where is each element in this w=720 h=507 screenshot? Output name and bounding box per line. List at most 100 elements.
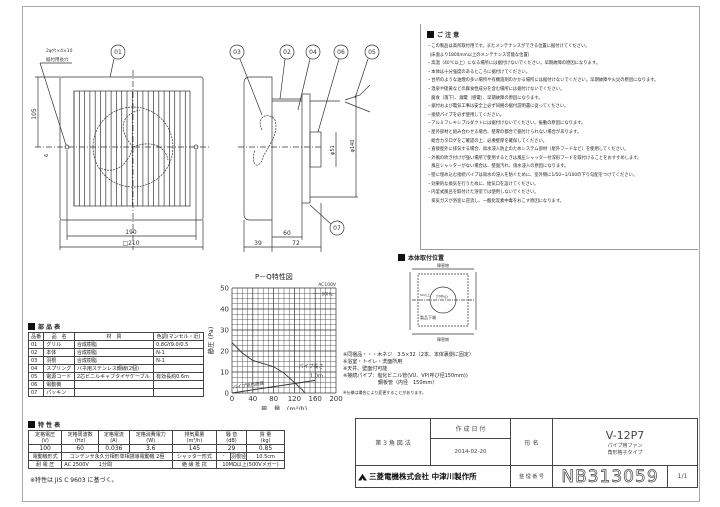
- square-bullet-icon: [427, 31, 434, 38]
- legend-label: 60Hz: [321, 291, 333, 297]
- y-tick-label: 20: [220, 348, 229, 356]
- sheet-number: 1/1: [667, 465, 698, 488]
- caution-item: ・外風の吹き付けが強い場所で使用するときは風圧シャッター付深形フードを取付けるこ…: [427, 155, 642, 161]
- annotation-pipe-resistance: パイプ抵抗曲線: [232, 379, 265, 390]
- char-value: 100: [27, 444, 63, 453]
- char-header: 質 量(kg): [246, 430, 285, 445]
- y-tick-label: 0: [225, 390, 229, 398]
- note-mount: ※天井、壁面付可能: [343, 366, 388, 372]
- y-tick-label: 40: [220, 306, 229, 314]
- parts-cell: パッキン: [43, 388, 75, 397]
- annotation-pipe-length: パイプ長さ: [299, 363, 324, 370]
- parts-cell: 有効長約0.6m: [153, 372, 204, 381]
- caution-item: ・この製品は高所取付用です。またメンテナンスができる位置に据付けてください。: [427, 44, 590, 49]
- char-header: 定格電流(A): [98, 430, 130, 445]
- blade-value: 10.5cm: [246, 452, 285, 461]
- creation-date: 2014-02-20: [430, 437, 511, 467]
- dim-6: 6: [44, 154, 50, 157]
- parts-cell: 0.8GY9.0/0.5: [153, 340, 204, 349]
- balloon-07: 07: [333, 225, 341, 232]
- parts-cell: [153, 380, 204, 389]
- parts-cell: [73, 380, 155, 389]
- shutter-value: -: [222, 453, 225, 459]
- dim-72: 72: [292, 240, 300, 247]
- center-label: 穴中心: [436, 293, 448, 299]
- parts-cell: バネ用ステンレス鋼線(2個): [73, 364, 155, 373]
- parts-header: 品 名: [43, 332, 75, 341]
- dim-phi51: φ51: [330, 145, 336, 155]
- parts-cell: [73, 388, 155, 397]
- balloon-06: 06: [337, 49, 345, 56]
- square-bullet-icon: [28, 421, 35, 428]
- parts-cell: 2芯ビニルキャブタイヤケーブル: [73, 372, 155, 381]
- withstand-value: AC 2500V 1分間: [61, 460, 173, 469]
- char-header: 排気風量(m³/h): [171, 430, 218, 445]
- note-change: ※仕様は場合により変更することがあります。: [343, 390, 426, 395]
- parts-cell: N-1: [153, 356, 204, 365]
- note-usage: ※浴室・トイレ・洗面所用: [343, 359, 403, 365]
- note-pipe-2: 鋼板管（内径 150mm）: [343, 380, 438, 386]
- hole-note: 2φ穴×4×10: [46, 47, 73, 54]
- drawing-frame: [22, 6, 700, 502]
- model-desc-1: パイプ用ファン: [607, 442, 643, 449]
- model-label: 形 名: [510, 417, 553, 467]
- caution-heading: ご 注 意: [427, 30, 698, 39]
- chart-top-label: AC100V: [318, 282, 337, 288]
- balloon-01: 01: [114, 49, 122, 56]
- series-line-1: [231, 379, 316, 394]
- note-screws: ※同梱品・・・木ネジ 3.5×32（2本、本体裏側に固定）: [343, 352, 474, 358]
- parts-cell: [153, 388, 204, 397]
- insulation-value: 10MΩ以上(500Vメガー): [216, 460, 285, 469]
- square-bullet-icon: [398, 254, 405, 261]
- spec-notes: ※同梱品・・・木ネジ 3.5×32（2本、本体裏側に固定） ※浴室・トイレ・洗面…: [343, 352, 474, 396]
- balloon-02: 02: [283, 49, 291, 56]
- x-tick-label: 200: [329, 395, 342, 403]
- caution-item: ・温泉や硫黄などの腐食性成分を含む場所には据付けないでください。: [427, 86, 565, 92]
- title-block: 第 3 角 図 法 作 成 日 付 形 名 V-12P7 パイプ用ファン 角形格…: [355, 417, 698, 488]
- square-bullet-icon: [28, 323, 35, 330]
- y-tick-label: 30: [220, 327, 229, 335]
- install-diagram: 障害物 障害物 穴中心 製品下端 50以上: [409, 262, 477, 342]
- caution-item: ・接続パイプを必ず使用してください。: [427, 112, 505, 118]
- caution-item: ・屋外部材と組み合わせる場合、壁厚の都合で据付けられない場合があります。: [427, 129, 582, 135]
- parts-cell: 06: [27, 380, 45, 389]
- parts-cell: 合成樹脂: [73, 348, 155, 357]
- char-header: 定格消費電力(W): [128, 430, 173, 445]
- caution-item: 腐食（落下）、漏電（感電）、早期故障の原因になります。: [427, 95, 543, 101]
- company-name: 三菱電機株式会社 中津川製作所: [369, 472, 477, 482]
- parts-header: 材 質: [73, 332, 155, 341]
- drawing-number: NB313059: [552, 465, 668, 488]
- parts-header: 品番: [27, 332, 45, 341]
- parts-cell: 07: [27, 388, 45, 397]
- parts-cell: 合成樹脂: [73, 340, 155, 349]
- clearance-label: 50以上: [420, 292, 430, 297]
- parts-cell: [153, 364, 204, 373]
- caution-item: ・据付および電気工事は安全上必ず同梱の据付説明書に従ってください。: [427, 104, 569, 110]
- motor-label: 電動機形式: [27, 452, 63, 461]
- char-header: 定格電圧(V): [27, 430, 63, 445]
- dim-210: □210: [122, 240, 139, 247]
- dim-39: 39: [254, 240, 262, 247]
- obstacle-top: 障害物: [437, 262, 449, 268]
- x-tick-label: 0: [230, 395, 234, 403]
- note-pipe: ※接続パイプ：塩化ビニル管(VU、VP(呼び径150mm)): [343, 373, 468, 379]
- caution-item: ・効果的な換気を行うために、給気口を設けてください。: [427, 181, 539, 187]
- dim-105: 105: [31, 108, 38, 120]
- parts-cell: 羽根: [43, 356, 75, 365]
- blade-label: 羽根径: [230, 453, 247, 460]
- characteristics-table: 定格電圧(V)定格周波数(Hz)定格電流(A)定格消費電力(W)排気風量(m³/…: [27, 430, 285, 469]
- parts-heading: 部 品 表: [28, 322, 60, 331]
- caution-item: ・内釜式風呂を取付けた浴室では使用しないでください。: [427, 190, 539, 196]
- front-view: [35, 44, 210, 250]
- caution-item: ・壁に埋め込む接続パイプは雨水の浸入を防ぐために、室外側に1/50~1/100の…: [427, 172, 638, 178]
- hole-note-2: 据付用長穴: [46, 56, 69, 63]
- model-number: V-12P7: [605, 428, 645, 442]
- parts-cell: 本体: [43, 348, 75, 357]
- x-tick-label: 120: [288, 395, 301, 403]
